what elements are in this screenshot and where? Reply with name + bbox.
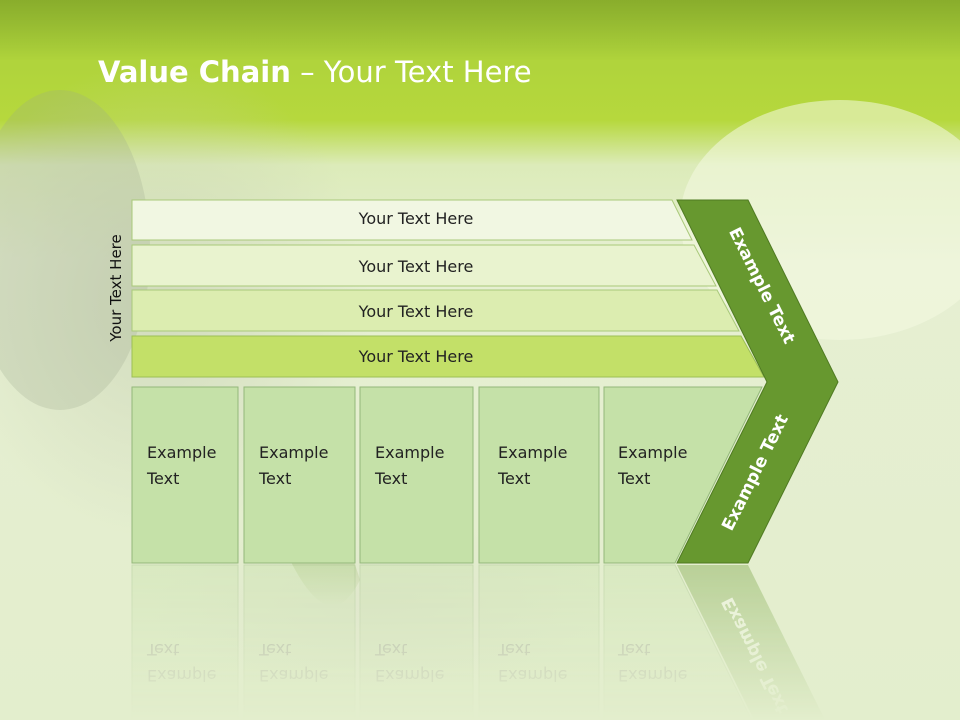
box-3-line1: Example [375,443,444,462]
svg-text:ExampleText: ExampleText [258,443,328,488]
box-2-line2: Text [258,469,291,488]
box-1-line2: Text [146,469,179,488]
box-4-line1: Example [498,443,567,462]
bar-3: Your Text Here [131,289,740,332]
box-5-line1: Example [618,443,687,462]
svg-text:ExampleText: Example Text [146,640,216,685]
svg-text:ExampleText: ExampleText [146,443,216,488]
box-1-reflection-line2: Text [146,640,179,659]
header-band [0,0,960,60]
bar-2: Your Text Here [131,244,717,287]
bar-4: Your Text Here [131,335,765,378]
box-2-reflection-line1: Example [259,666,328,685]
svg-text:ExampleText: Example Text [258,640,328,685]
bar-2-label: Your Text Here [358,257,474,276]
svg-text:ExampleText: ExampleText [617,443,687,488]
box-2-line1: Example [259,443,328,462]
box-1-line1: Example [147,443,216,462]
box-3-reflection-line1: Example [375,666,444,685]
box-4-line2: Text [497,469,530,488]
box-4-reflection-line2: Text [497,640,530,659]
svg-text:ExampleText: ExampleText [374,443,444,488]
box-3-line2: Text [374,469,407,488]
slide-title: Value Chain – Your Text Here [98,52,532,92]
box-5-line2: Text [617,469,650,488]
bar-1: Your Text Here [131,199,693,241]
title-bold: Value Chain [98,55,291,89]
box-1-reflection-line1: Example [147,666,216,685]
box-5-reflection-line2: Text [617,640,650,659]
box-4-reflection-line1: Example [498,666,567,685]
svg-text:ExampleText: ExampleText [497,443,567,488]
bar-4-label: Your Text Here [358,347,474,366]
diagram-reflection: Example Text Example Text Example Text Exam… [131,564,826,720]
svg-text:ExampleText: Example Text [617,640,687,685]
svg-text:ExampleText: Example Text [374,640,444,685]
title-rest: – Your Text Here [290,55,532,89]
svg-text:ExampleText: Example Text [497,640,567,685]
box-2-reflection-line2: Text [258,640,291,659]
box-5-reflection-line1: Example [618,666,687,685]
bar-1-label: Your Text Here [358,209,474,228]
bar-3-label: Your Text Here [358,302,474,321]
box-3-reflection-line2: Text [374,640,407,659]
